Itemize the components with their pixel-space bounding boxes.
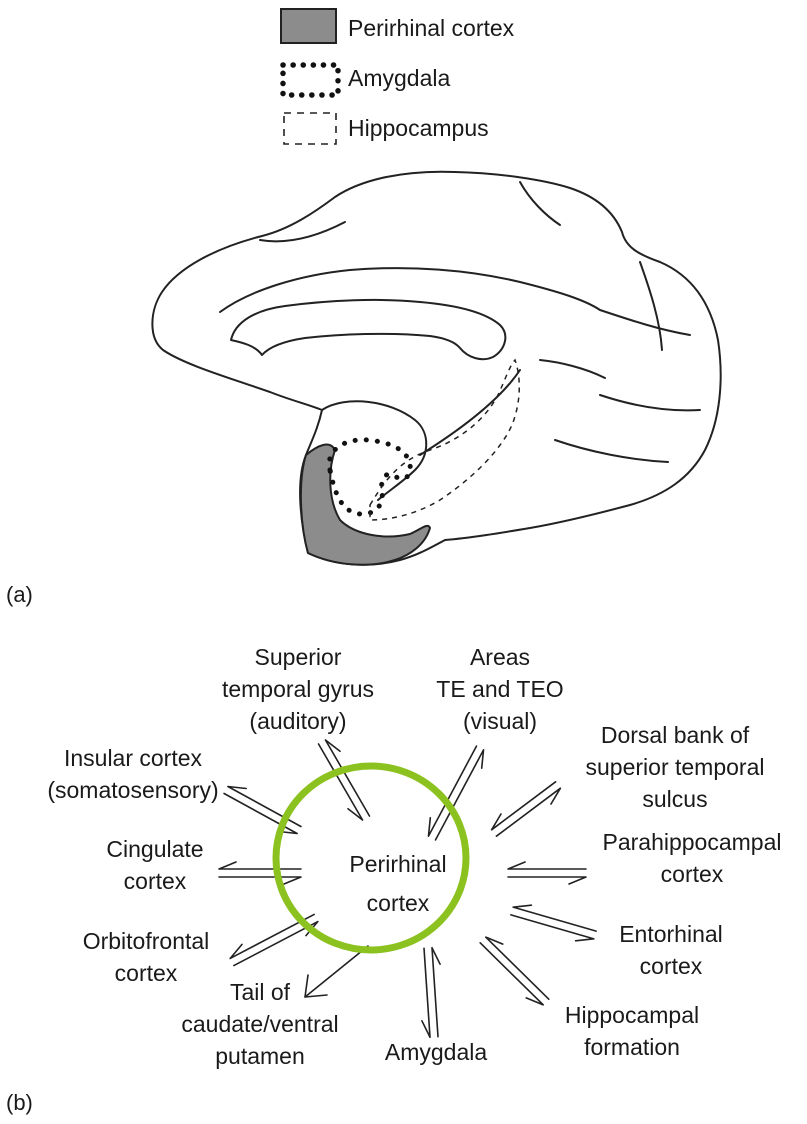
- node-insular-line1: Insular cortex: [64, 745, 203, 771]
- sulcus-6: [540, 360, 605, 378]
- cingulate-sulcus: [220, 268, 600, 312]
- node-entorhinal: Entorhinal cortex: [619, 921, 723, 979]
- panel-label-a: (a): [6, 582, 33, 607]
- node-amygdala: Amygdala: [385, 1039, 487, 1065]
- node-dorsal-bank-line1: Dorsal bank of: [601, 722, 750, 748]
- node-superior-temporal-line1: Superior: [255, 644, 342, 670]
- node-tail-caudate-line2: caudate/ventral: [181, 1011, 338, 1037]
- arrow-superior-temporal-out: [325, 740, 369, 816]
- node-areas-te-teo-line2: TE and TEO: [436, 676, 563, 702]
- node-areas-te-teo-line1: Areas: [470, 644, 530, 670]
- arrow-parahippocampal-out: [508, 877, 586, 884]
- arrow-dorsal-bank-in: [492, 782, 556, 830]
- legend-swatch-perirhinal: [281, 9, 336, 43]
- sulcus-1: [260, 222, 345, 241]
- node-parahippocampal: Parahippocampal cortex: [602, 829, 781, 887]
- sulcus-8: [420, 370, 520, 455]
- node-areas-te-teo: Areas TE and TEO (visual): [436, 644, 563, 734]
- legend-label-perirhinal: Perirhinal cortex: [348, 15, 515, 41]
- sulcus-7: [555, 440, 668, 462]
- node-tail-caudate-line3: putamen: [215, 1043, 305, 1069]
- node-superior-temporal-line2: temporal gyrus: [222, 676, 374, 702]
- node-orbitofrontal: Orbitofrontal cortex: [83, 928, 210, 986]
- node-hippocampal-formation-line2: formation: [584, 1034, 680, 1060]
- node-entorhinal-line2: cortex: [640, 953, 703, 979]
- node-parahippocampal-line2: cortex: [661, 861, 724, 887]
- legend-label-amygdala: Amygdala: [348, 65, 450, 91]
- node-superior-temporal-line3: (auditory): [249, 708, 346, 734]
- node-parahippocampal-line1: Parahippocampal: [602, 829, 781, 855]
- arrow-amygdala-out: [422, 948, 430, 1037]
- arrow-parahippocampal-in: [508, 862, 586, 869]
- arrow-cingulate-out: [219, 862, 301, 869]
- legend-label-hippocampus: Hippocampus: [348, 115, 489, 141]
- temporal-lobe-inner: [322, 401, 426, 500]
- node-hippocampal-formation: Hippocampal formation: [565, 1002, 699, 1060]
- sulcus-5: [600, 395, 700, 410]
- arrow-dorsal-bank-out: [496, 788, 560, 836]
- node-hippocampal-formation-line1: Hippocampal: [565, 1002, 699, 1028]
- node-superior-temporal: Superior temporal gyrus (auditory): [222, 644, 374, 734]
- sulcus-4: [640, 262, 662, 350]
- center-label-line1: Perirhinal: [349, 851, 446, 877]
- callosal-arch: [231, 300, 505, 359]
- arrow-superior-temporal-in: [319, 744, 363, 820]
- node-insular-line2: (somatosensory): [47, 777, 218, 803]
- node-dorsal-bank-line3: sulcus: [642, 786, 707, 812]
- node-cingulate: Cingulate cortex: [106, 836, 203, 894]
- node-orbitofrontal-line2: cortex: [115, 960, 178, 986]
- sulcus-2: [520, 182, 560, 225]
- perirhinal-region: [301, 445, 430, 565]
- node-insular: Insular cortex (somatosensory): [47, 745, 218, 803]
- node-orbitofrontal-line1: Orbitofrontal: [83, 928, 210, 954]
- arrow-hippocampal-formation-out: [480, 943, 543, 1005]
- arrow-hippocampal-formation-in: [486, 937, 549, 999]
- legend-swatch-amygdala: [283, 65, 338, 95]
- node-tail-caudate: Tail of caudate/ventral putamen: [181, 979, 338, 1069]
- node-tail-caudate-line1: Tail of: [230, 979, 291, 1005]
- amygdala-region: [329, 440, 410, 514]
- arrow-cingulate-in: [219, 877, 301, 884]
- node-areas-te-teo-line3: (visual): [463, 708, 537, 734]
- node-dorsal-bank: Dorsal bank of superior temporal sulcus: [586, 722, 765, 812]
- node-entorhinal-line1: Entorhinal: [619, 921, 723, 947]
- legend: Perirhinal cortex Amygdala Hippocampus: [281, 9, 515, 144]
- brain-drawing: [152, 172, 720, 565]
- sulcus-3: [600, 310, 690, 335]
- node-cingulate-line1: Cingulate: [106, 836, 203, 862]
- arrow-amygdala-in: [432, 948, 440, 1037]
- panel-label-b: (b): [6, 1090, 33, 1115]
- legend-swatch-hippocampus: [284, 113, 336, 144]
- node-cingulate-line2: cortex: [124, 868, 187, 894]
- brain-outline: [152, 172, 720, 565]
- center-label-line2: cortex: [367, 890, 430, 916]
- node-dorsal-bank-line2: superior temporal: [586, 754, 765, 780]
- arrow-tail-caudate-shaft: [305, 946, 368, 997]
- node-amygdala-line1: Amygdala: [385, 1039, 487, 1065]
